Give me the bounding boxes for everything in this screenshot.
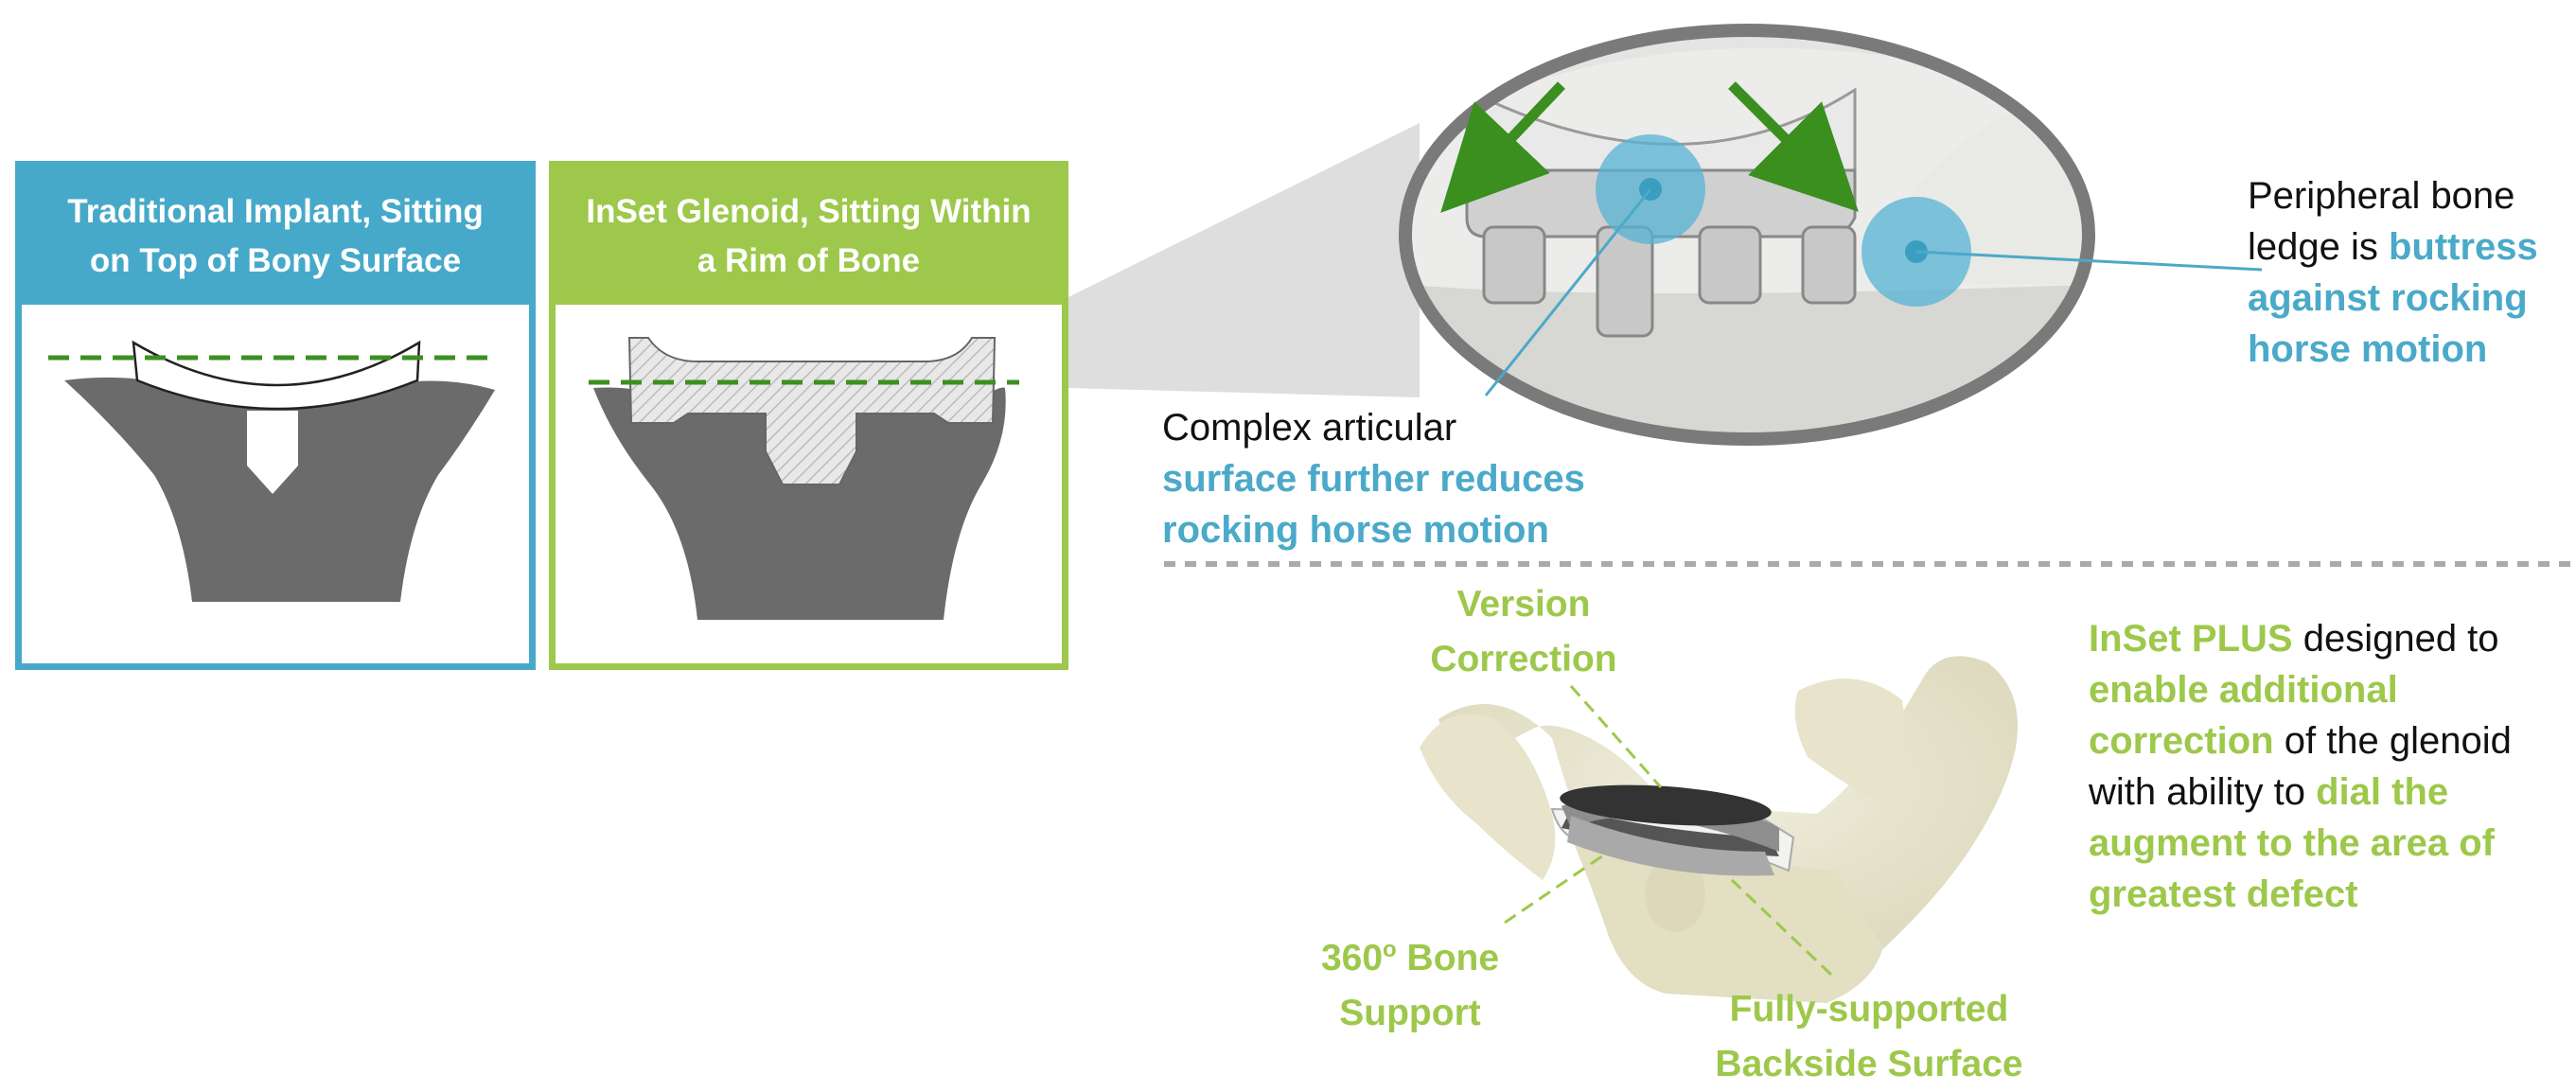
inset-plus-l3a: correction [2089,720,2274,762]
inset-plus-line2: enable additional [2089,669,2398,711]
peripheral-callout: Peripheral bone ledge is buttress agains… [2248,170,2538,375]
version-leader [1569,685,1663,788]
bone-support-rest: Bone [1396,938,1500,978]
zoom-detail [1399,24,2095,446]
traditional-implant-diagram [48,340,495,602]
inset-plus-line1: InSet PLUS designed to [2089,613,2512,664]
inset-panel-title: InSet Glenoid, Sitting Within a Rim of B… [556,167,1062,305]
bone-support-num: 360 [1320,938,1384,978]
inset-plus-l4b: dial the [2316,771,2449,813]
implant-shape [132,340,421,411]
implant-shape [627,337,997,485]
buttress-leader [1915,250,2263,272]
inset-plus-line4: with ability to dial the [2089,766,2512,818]
peripheral-line2: ledge is buttress [2248,221,2538,273]
bone-support-degree: o [1383,937,1397,962]
inset-plus-l1b: designed to [2292,618,2499,660]
peripheral-line2a: ledge is [2248,226,2389,268]
backside-surface-label: Fully-supported Backside Surface [1715,989,2023,1084]
backside-leader [1730,878,1833,977]
peripheral-line1: Peripheral bone [2248,175,2515,217]
zoom-cone [1068,123,1420,397]
scapula-illustration [1420,656,2018,1003]
implant-peg [247,411,298,494]
version-correction-label: Version Correction [1430,584,1617,679]
bone-support-line2: Support [1339,993,1481,1033]
traditional-panel-title: Traditional Implant, Sitting on Top of B… [22,167,529,305]
inset-plus-line3: correction of the glenoid [2089,715,2512,766]
inset-plus-l4a: with ability to [2089,771,2317,813]
peripheral-line3: against rocking [2248,277,2528,319]
traditional-implant-panel: Traditional Implant, Sitting on Top of B… [15,161,536,670]
complex-line2: surface further reduces [1162,458,1585,500]
inset-glenoid-panel: InSet Glenoid, Sitting Within a Rim of B… [549,161,1068,670]
inset-plus-line5: augment to the area of [2089,822,2495,864]
complex-line1: Complex articular [1162,407,1457,449]
complex-callout: Complex articular surface further reduce… [1162,402,1585,555]
inset-plus-name: InSet PLUS [2089,618,2293,660]
complex-line3: rocking horse motion [1162,509,1549,551]
bone-shape [593,387,1006,620]
inset-plus-l3b: of the glenoid [2273,720,2512,762]
inset-plus-callout: InSet PLUS designed to enable additional… [2089,613,2512,920]
peripheral-line2b: buttress [2388,226,2538,268]
peripheral-line4: horse motion [2248,328,2488,370]
inset-glenoid-diagram [589,337,1019,620]
inset-plus-line6: greatest defect [2089,873,2358,915]
bone-support-leader [1504,850,1610,925]
bone-shape [64,377,495,602]
articular-leader [1484,188,1652,396]
